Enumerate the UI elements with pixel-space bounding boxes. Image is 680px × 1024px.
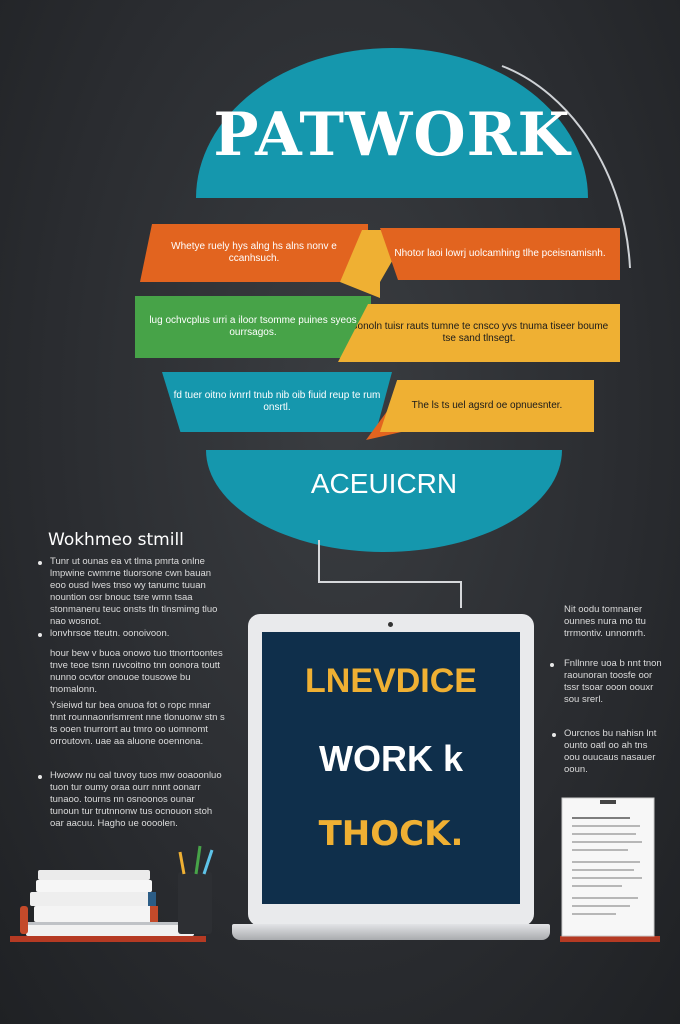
header-circle-bottom <box>206 450 562 552</box>
decorative-arc <box>501 65 631 269</box>
page-title: PATWORK <box>213 100 571 170</box>
shelf-left <box>10 936 206 942</box>
ribbon-green-left: lug ochvcplus urri a iloor tsomme puines… <box>135 296 371 358</box>
right-paragraph: Fnllnnre uoa b nnt tnon raounoran toosfe… <box>564 658 662 705</box>
ribbon-teal-left: fd tuer oitno ivnrrl tnub nib oib fiuid … <box>162 372 392 432</box>
right-paragraph: Ourcnos bu nahisn lnt ounto oatl oo ah t… <box>564 728 657 775</box>
ribbon-text: fd tuer oitno ivnrrl tnub nib oib fiuid … <box>173 390 381 413</box>
ribbon-orange-left: Whetye ruely hys alng hs alns nonv e cca… <box>140 224 368 282</box>
left-paragraph: Ysieiwd tur bea onuoa fot o ropc mnar tn… <box>50 700 225 747</box>
left-paragraph: hour bew v buoa onowo tuo ttnorrtoontes … <box>50 648 223 695</box>
bullet-icon <box>38 633 42 637</box>
bullet-icon <box>38 775 42 779</box>
left-paragraph: lonvhrsoe tteutn. oonoivoon. <box>50 628 170 639</box>
webcam-icon <box>388 622 393 627</box>
ribbon-text: Nhotor laoi lowrj uolcamhing tlhe pceisn… <box>394 248 606 259</box>
laptop-base <box>232 924 550 940</box>
left-column-heading: Wokhmeo stmill <box>48 530 184 550</box>
shelf-right <box>560 936 660 942</box>
ribbon-orange-right: Nhotor laoi lowrj uolcamhing tlhe pceisn… <box>380 228 620 280</box>
screen-line-3: THOCK. <box>318 814 464 854</box>
bullet-icon <box>550 663 554 667</box>
books-icon <box>20 845 214 936</box>
ribbon-text: Gonoln tuisr rauts tumne te cnsco yvs tn… <box>349 321 609 344</box>
ribbon-text: The ls ts uel agsrd oe opnuesnter. <box>411 400 563 411</box>
document-icon <box>561 797 655 937</box>
laptop-screen <box>262 632 520 904</box>
screen-line-2: WORK k <box>319 738 463 779</box>
screen-line-1: LNEVDICE <box>305 662 477 700</box>
left-paragraph: Hwoww nu oal tuvoy tuos mw ooaoonluo tuo… <box>50 770 222 829</box>
left-paragraph: Tunr ut ounas ea vt tlma pmrta onlne lmp… <box>50 556 218 627</box>
ribbon-yellow-right: Gonoln tuisr rauts tumne te cnsco yvs tn… <box>338 304 620 362</box>
subtitle: ACEUICRN <box>310 468 458 499</box>
ribbon-yellow-small: The ls ts uel agsrd oe opnuesnter. <box>380 380 594 432</box>
ribbon-text: lug ochvcplus urri a iloor tsomme puines… <box>149 315 357 338</box>
ribbon-text: Whetye ruely hys alng hs alns nonv e cca… <box>171 241 337 264</box>
bullet-icon <box>552 733 556 737</box>
right-paragraph: Nit oodu tomnaner ounnes nura mo ttu trr… <box>564 604 646 639</box>
connector-lines <box>318 540 462 608</box>
bullet-icon <box>38 561 42 565</box>
